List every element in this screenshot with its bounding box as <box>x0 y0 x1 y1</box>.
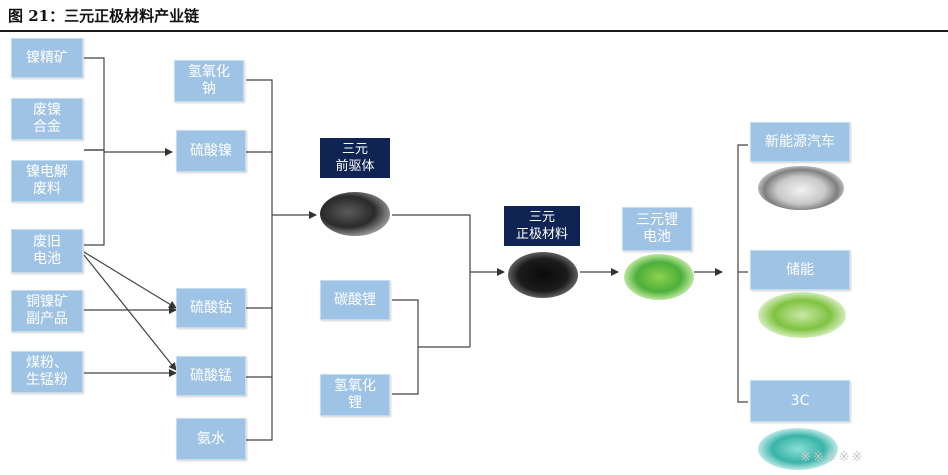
cathode-material-label: 三元 正极材料 <box>504 206 580 246</box>
bracket-applications <box>737 144 748 403</box>
nickel-sulfate-box: 硫酸镍 <box>176 130 246 172</box>
nickel-concentrate-box: 镍精矿 <box>11 38 83 78</box>
used-battery-box: 废旧 电池 <box>11 229 83 273</box>
figure-title: 图 21：三元正极材料产业链 <box>8 7 200 25</box>
title-rule <box>0 30 948 32</box>
manganese-sulfate-box: 硫酸锰 <box>176 356 246 396</box>
cobalt-sulfate-box: 硫酸钴 <box>176 288 246 328</box>
lithium-carbonate-box: 碳酸锂 <box>320 280 390 320</box>
vehicle-image <box>758 166 844 210</box>
ammonia-water-box: 氨水 <box>176 418 246 460</box>
bracket-lithium <box>392 299 419 395</box>
battery-to-cobalt-arrow <box>83 251 177 309</box>
precursor-to-cathode-path <box>392 214 471 347</box>
nickel-electrolysis-waste-box: 镍电解 废料 <box>11 160 83 202</box>
lithium-battery-box: 三元锂 电池 <box>622 207 692 251</box>
consumer-device-image <box>758 428 838 470</box>
precursor-label: 三元 前驱体 <box>320 138 390 178</box>
coal-manganese-powder-box: 煤粉、 生锰粉 <box>11 351 83 393</box>
scrap-nickel-box: 废镍 合金 <box>11 98 83 140</box>
battery-image <box>624 254 694 300</box>
consumer-3c-box: 3C <box>750 380 850 422</box>
precursor-powder-image <box>320 192 390 236</box>
bracket-column2 <box>246 79 273 441</box>
battery-to-manganese-arrow <box>83 254 177 371</box>
sodium-hydroxide-box: 氢氧化 钠 <box>174 60 244 102</box>
new-energy-vehicle-box: 新能源汽车 <box>750 122 850 162</box>
bracket-raw-materials-lower <box>84 149 105 246</box>
lithium-hydroxide-box: 氢氧化 锂 <box>320 374 390 416</box>
energy-storage-image <box>758 292 846 338</box>
cathode-powder-image <box>508 252 578 298</box>
watermark: ※※※※※ <box>800 450 865 465</box>
copper-nickel-byproduct-box: 铜镍矿 副产品 <box>11 290 83 332</box>
bracket-raw-materials <box>84 57 105 151</box>
energy-storage-box: 储能 <box>750 250 850 290</box>
